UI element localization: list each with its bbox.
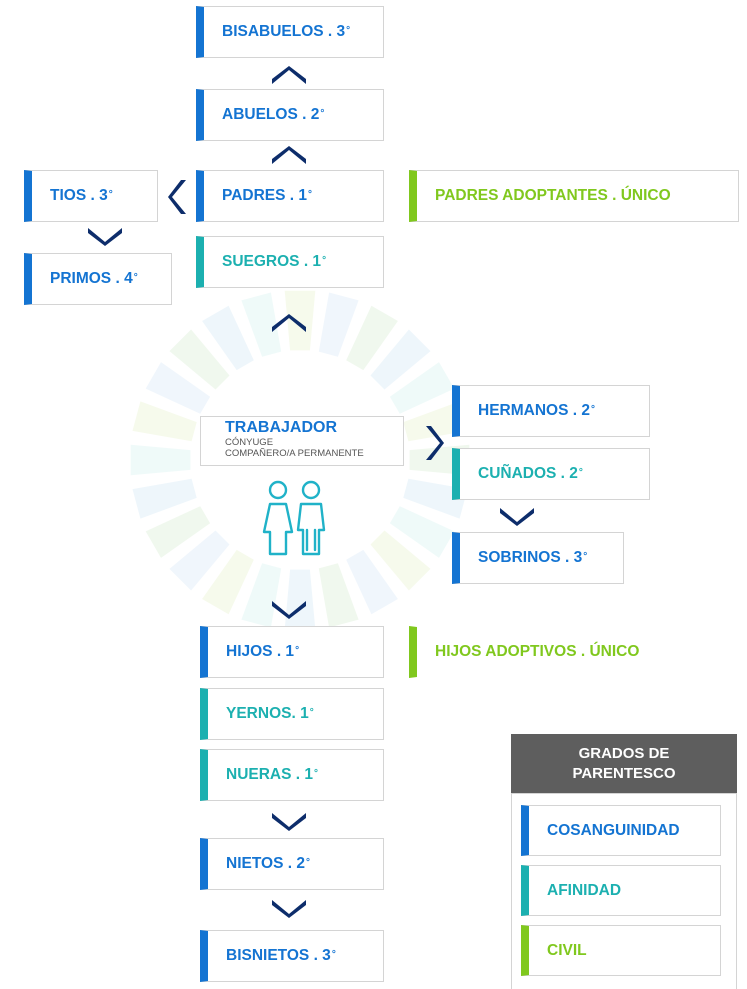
node-label: PRIMOS . 4 [50,270,133,287]
arrow-down-icon [272,601,306,619]
ring-segment [202,305,254,371]
ring-segment [241,292,282,357]
node-nueras: NUERAS . 1° [200,749,384,801]
ring-segment [318,292,359,357]
ring-segment [169,530,230,591]
node-label: PADRES . 1 [222,187,307,204]
ring-segment [145,506,211,558]
degree-sign: ° [578,466,583,478]
arrow-up-icon [272,314,306,332]
degree-sign: ° [133,271,138,283]
node-sobrinos: SOBRINOS . 3° [452,532,624,584]
ring-segment [241,563,282,628]
node-label: HIJOS . 1 [226,643,295,660]
degree-sign: ° [309,706,314,718]
legend-item-afinidad: AFINIDAD [521,865,721,916]
node-label: SUEGROS . 1 [222,253,322,270]
node-label: NIETOS . 2 [226,855,305,872]
legend-header: GRADOS DE PARENTESCO [511,734,737,793]
node-suegros: SUEGROS . 1° [196,236,384,288]
node-cunados: CUÑADOS . 2° [452,448,650,500]
arrow-down-icon [272,900,306,918]
legend-panel [511,793,737,989]
legend-label: COSANGUINIDAD [547,821,680,839]
node-bisabuelos: BISABUELOS . 3° [196,6,384,58]
degree-sign: ° [322,254,327,266]
ring-segment [370,530,431,591]
ring-segment [130,444,191,476]
arrow-up-icon [272,66,306,84]
arrow-down-icon [500,508,534,526]
node-label: PADRES ADOPTANTES . ÚNICO [435,187,671,204]
node-abuelos: ABUELOS . 2° [196,89,384,141]
worker-spouse: CÓNYUGE [225,437,274,448]
arrow-down-icon [88,228,122,246]
ring-segment [132,401,197,442]
ring-segment [346,549,398,615]
worker-title: TRABAJADOR [225,419,337,436]
legend-item-cosanguinidad: COSANGUINIDAD [521,805,721,856]
degree-sign: ° [108,188,113,200]
node-yernos: YERNOS. 1° [200,688,384,740]
legend-label: CIVIL [547,941,587,959]
ring-segment [145,362,211,414]
node-label: NUERAS . 1 [226,766,313,783]
legend-title-line1: GRADOS DE [578,744,670,762]
arrow-right-icon [426,426,444,460]
ring-segment [389,362,455,414]
node-padres-adoptantes: PADRES ADOPTANTES . ÚNICO [409,170,739,222]
ring-segment [403,478,468,519]
ring-segment [370,329,431,390]
degree-sign: ° [590,403,595,415]
ring-segment [389,506,455,558]
node-label: BISABUELOS . 3 [222,23,346,40]
ring-segment [169,329,230,390]
degree-sign: ° [308,188,312,200]
couple-icon [262,480,326,556]
ring-segment [346,305,398,371]
degree-sign: ° [295,644,300,656]
ring-segment [284,569,316,630]
ring-segment [132,478,197,519]
arrow-down-icon [272,813,306,831]
node-hermanos: HERMANOS . 2° [452,385,650,437]
worker-box: TRABAJADOR CÓNYUGE COMPAÑERO/A PERMANENT… [200,416,404,466]
arrow-up-icon [272,146,306,164]
node-padres: PADRES . 1° [196,170,384,222]
degree-sign: ° [331,948,336,960]
legend-label: AFINIDAD [547,881,622,899]
node-primos: PRIMOS . 4° [24,253,172,305]
node-label: CUÑADOS . 2 [478,465,578,482]
node-label: BISNIETOS . 3 [226,947,331,964]
node-hijos: HIJOS . 1° [200,626,384,678]
degree-sign: ° [346,24,351,36]
legend-title-line2: PARENTESCO [572,764,676,782]
ring-segment [284,290,316,351]
arrow-left-icon [168,180,186,214]
node-label: ABUELOS . 2 [222,106,320,123]
node-label: SOBRINOS . 3 [478,549,583,566]
node-label: TIOS . 3 [50,187,108,204]
node-label: HIJOS ADOPTIVOS . ÚNICO [435,643,640,660]
node-label: HERMANOS . 2 [478,402,590,419]
node-tios: TIOS . 3° [24,170,158,222]
node-label: YERNOS. 1 [226,705,309,722]
ring-segment [403,401,468,442]
node-bisnietos: BISNIETOS . 3° [200,930,384,982]
degree-sign: ° [314,767,318,779]
node-nietos: NIETOS . 2° [200,838,384,890]
background-ring-decoration [130,290,470,630]
degree-sign: ° [583,550,588,562]
node-hijos-adoptivos: HIJOS ADOPTIVOS . ÚNICO [409,626,715,678]
legend-item-civil: CIVIL [521,925,721,976]
degree-sign: ° [305,856,310,868]
degree-sign: ° [320,107,325,119]
worker-partner: COMPAÑERO/A PERMANENTE [225,448,364,459]
ring-segment [318,563,359,628]
ring-segment [202,549,254,615]
